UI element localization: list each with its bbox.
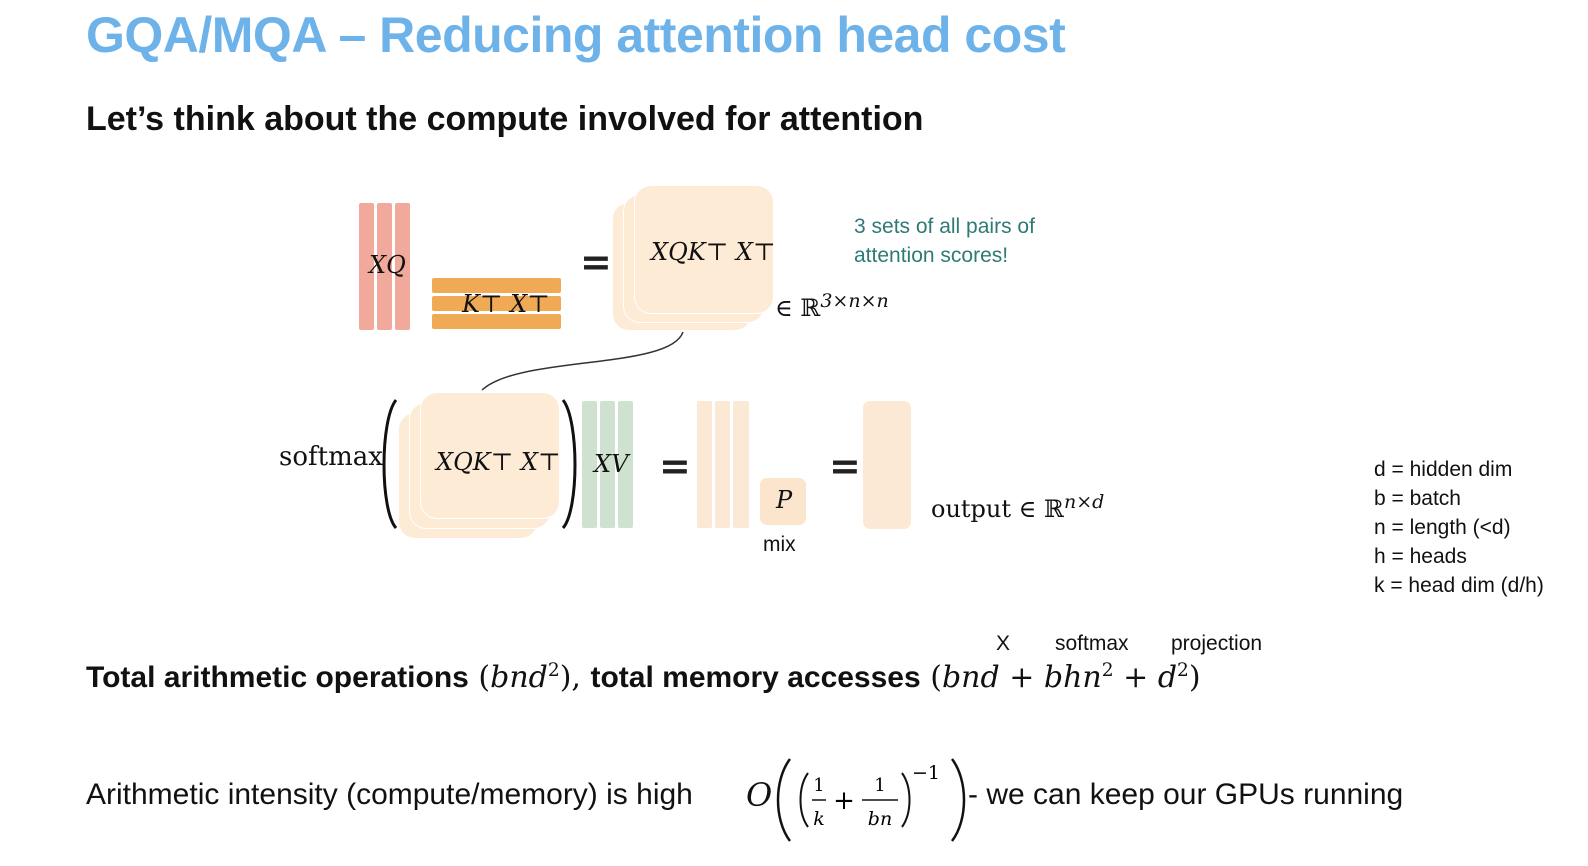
big-o: O <box>746 776 773 814</box>
mem-exponent: 2 <box>1177 660 1189 681</box>
scores-layer <box>635 186 773 313</box>
ops-exponent: 2 <box>547 660 560 681</box>
legend-item: h = heads <box>1374 545 1467 568</box>
legend-item: n = length (<d) <box>1374 516 1511 539</box>
xv-strip <box>600 401 615 528</box>
xq-strip <box>377 203 392 330</box>
head-output-strip <box>697 401 712 528</box>
legend-item: d = hidden dim <box>1374 458 1513 481</box>
softmax-label: softmax <box>279 442 383 472</box>
scores-note: 3 sets of all pairs of attention scores! <box>854 212 1035 270</box>
projection-label: P <box>776 486 793 514</box>
dimension-annotation: ∈ ℝ3×n×n <box>775 292 889 323</box>
slide-subtitle: Let’s think about the compute involved f… <box>86 100 924 138</box>
head-output-strip <box>715 401 730 528</box>
term-label-softmax: softmax <box>1055 632 1129 655</box>
slide-title: GQA/MQA – Reducing attention head cost <box>86 7 1066 63</box>
equals-sign: = <box>829 444 861 488</box>
ops-expr: bnd <box>490 660 548 695</box>
xq-strip <box>359 203 374 330</box>
mem-exponent: 2 <box>1101 660 1114 681</box>
kx-label: K⊤ X⊤ <box>462 290 550 318</box>
note-line: attention scores! <box>854 244 1009 267</box>
left-paren <box>382 399 398 529</box>
scores-layer <box>421 393 559 518</box>
right-paren <box>561 399 577 529</box>
kx-strip <box>432 278 561 293</box>
frac2-num: 1 <box>874 775 885 796</box>
intensity-suffix: - we can keep our GPUs running <box>968 778 1404 811</box>
output-exponent: n×d <box>1063 491 1105 513</box>
xq-label: XQ <box>369 251 406 279</box>
output-text: output ∈ ℝ <box>931 495 1064 523</box>
set-membership-text: ∈ ℝ <box>775 294 821 322</box>
mem-term-projection: d <box>1157 660 1178 695</box>
equals-sign: = <box>580 240 612 284</box>
variable-legend: d = hidden dim b = batch n = length (<d)… <box>1374 455 1544 600</box>
outer-exponent: −1 <box>912 762 940 784</box>
projection-matrix <box>760 478 806 525</box>
output-matrix <box>863 401 911 529</box>
xv-strip <box>582 401 597 528</box>
svg-text:+: + <box>833 786 855 816</box>
kx-strip <box>432 314 561 329</box>
scores-label: XQK⊤ X⊤ <box>436 448 561 476</box>
legend-item: b = batch <box>1374 487 1461 510</box>
totals-line: Total arithmetic operations (bnd2), tota… <box>86 660 1201 695</box>
note-line: 3 sets of all pairs of <box>854 215 1035 238</box>
intensity-formula: + 1 k 1 bn −1 <box>776 758 966 842</box>
scores-label: XQK⊤ X⊤ <box>651 238 776 266</box>
intensity-prefix: Arithmetic intensity (compute/memory) is… <box>86 778 693 811</box>
ops-label: Total arithmetic operations <box>86 661 469 694</box>
xv-label: XV <box>594 450 629 478</box>
head-output-strip <box>733 401 749 528</box>
mix-label: mix <box>763 533 796 556</box>
xv-strip <box>618 401 633 528</box>
dimension-exponent: 3×n×n <box>820 290 889 312</box>
frac1-num: 1 <box>813 775 824 796</box>
xq-strip <box>395 203 410 330</box>
term-label-x: X <box>996 632 1011 655</box>
kx-strip <box>432 296 561 311</box>
mem-label: total memory accesses <box>590 661 921 694</box>
equals-sign: = <box>659 444 691 488</box>
frac1-den: k <box>813 808 825 830</box>
mem-term-x: bnd <box>941 660 1000 695</box>
legend-item: k = head dim (d/h) <box>1374 574 1544 597</box>
output-annotation: output ∈ ℝn×d <box>931 493 1104 524</box>
frac2-den: bn <box>868 808 892 830</box>
term-label-projection: projection <box>1171 632 1263 655</box>
mem-term-softmax: bhn <box>1043 660 1102 695</box>
